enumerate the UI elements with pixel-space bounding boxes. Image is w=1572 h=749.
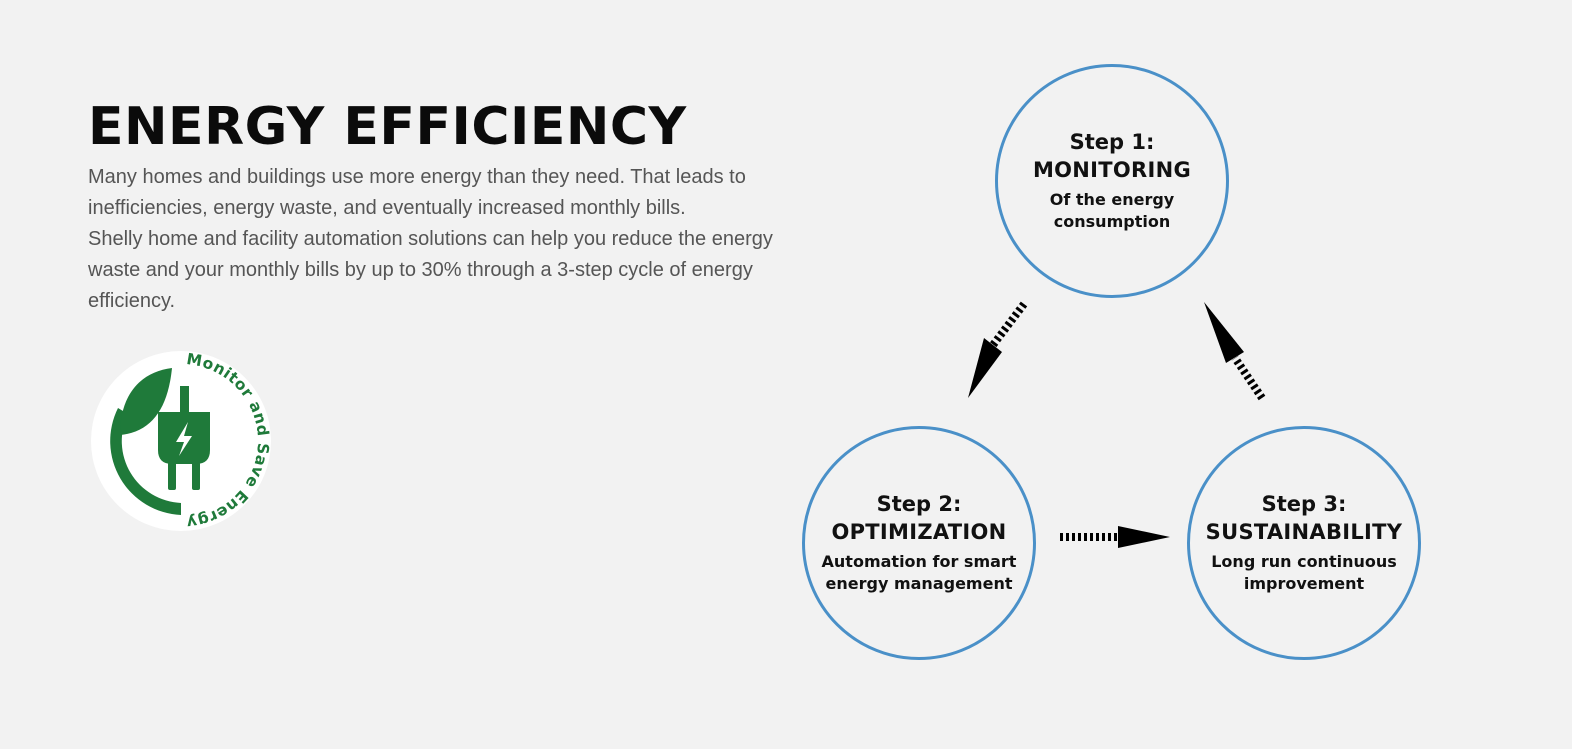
arrow-step3-to-step1 — [1204, 302, 1266, 401]
step-description: Long run continuous improvement — [1211, 552, 1397, 593]
step-2-optimization: Step 2: OPTIMIZATION Automation for smar… — [802, 426, 1036, 660]
intro-paragraph-1: Many homes and buildings use more energy… — [88, 166, 746, 219]
lightning-icon — [176, 422, 192, 456]
step-number: Step 1: — [1069, 130, 1155, 154]
page-title: ENERGY EFFICIENCY — [88, 97, 687, 157]
efficiency-cycle-diagram: Step 1: MONITORING Of the energy consump… — [780, 40, 1480, 700]
intro-text: Many homes and buildings use more energy… — [88, 162, 788, 317]
arrow-step2-to-step3 — [1060, 526, 1170, 548]
step-description: Of the energy consumption — [1049, 190, 1175, 231]
step-name: MONITORING — [1032, 158, 1192, 182]
step-description: Automation for smart energy management — [821, 552, 1017, 593]
badge-graphic: Monitor and Save Energy — [91, 350, 272, 532]
step-3-sustainability: Step 3: SUSTAINABILITY Long run continuo… — [1187, 426, 1421, 660]
step-number: Step 2: — [876, 492, 962, 516]
step-number: Step 3: — [1261, 492, 1347, 516]
arrow-step1-to-step2 — [968, 301, 1028, 398]
intro-paragraph-2: Shelly home and facility automation solu… — [88, 228, 773, 312]
cycle-arrows — [968, 301, 1266, 548]
step-1-monitoring: Step 1: MONITORING Of the energy consump… — [995, 64, 1229, 298]
intro-section: ENERGY EFFICIENCY Many homes and buildin… — [88, 96, 788, 317]
step-name: SUSTAINABILITY — [1205, 520, 1403, 544]
step-name: OPTIMIZATION — [831, 520, 1007, 544]
monitor-save-energy-badge: Monitor and Save Energy — [90, 350, 272, 532]
leaf-icon — [110, 368, 181, 515]
